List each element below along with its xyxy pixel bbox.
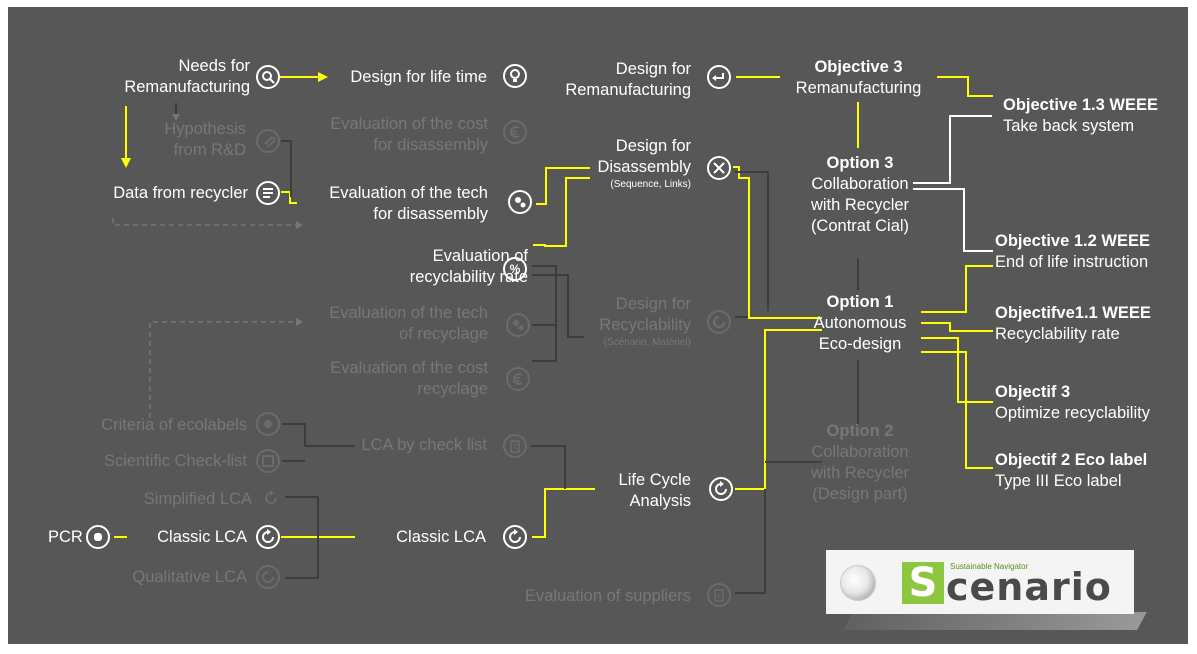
arrowhead-design-life bbox=[318, 72, 328, 82]
dim-link-recyclability-rate bbox=[532, 265, 557, 362]
logo-tagline: Sustainable Navigator bbox=[950, 562, 1029, 571]
eval-suppliers-label: Evaluation of suppliers bbox=[524, 587, 691, 605]
scenario-logo: S Sustainable Navigator cenario bbox=[826, 550, 1134, 614]
scientific-checklist-label: Scientific Check-list bbox=[103, 452, 247, 470]
link-option1-to-objectif3 bbox=[921, 337, 993, 403]
document-lines-icon bbox=[256, 181, 280, 205]
logo-letter: S bbox=[902, 562, 944, 604]
dashed-link-ecolabels-to-recyclage bbox=[149, 321, 298, 418]
dim-link-ecolabels bbox=[282, 423, 355, 447]
recycle-icon bbox=[707, 310, 731, 334]
checklist-square-icon bbox=[256, 449, 280, 473]
simplified-lca-label: Simplified LCA bbox=[143, 490, 252, 508]
arrowhead-dim-hypothesis bbox=[172, 114, 180, 121]
dim-link-disassembly-recyc bbox=[735, 171, 769, 311]
logo-orb bbox=[840, 565, 876, 601]
return-arrow-icon bbox=[707, 65, 731, 89]
life-cycle-icon bbox=[709, 477, 733, 501]
link-option1-to-objectif2 bbox=[921, 351, 993, 469]
qualitative-lca-label: Qualitative LCA bbox=[132, 568, 247, 586]
dashed-link-recycler-to-tech bbox=[112, 218, 298, 226]
dim-link-lca-checklist bbox=[531, 445, 566, 489]
link-objective3-to-obj13 bbox=[937, 76, 993, 97]
classic-lca-cycle-icon bbox=[503, 525, 527, 549]
euro-recyclage-icon bbox=[506, 367, 530, 391]
link-eval-tech-to-design-disassembly bbox=[536, 167, 590, 205]
link-option3-to-obj12 bbox=[913, 188, 993, 252]
logo-word: cenario bbox=[946, 565, 1112, 609]
percent-icon: % bbox=[503, 257, 527, 281]
paperclip-icon bbox=[256, 129, 280, 153]
design-life-time-label: Design for life time bbox=[350, 68, 487, 86]
tools-icon bbox=[707, 156, 731, 180]
clipboard-icon bbox=[503, 434, 527, 458]
link-classic-mid-to-lca bbox=[532, 488, 595, 538]
svg-text:%: % bbox=[510, 262, 521, 276]
dim-link-simplified bbox=[285, 496, 319, 579]
classic-lca-mid-label: Classic LCA bbox=[396, 528, 486, 546]
link-option1-to-obj11 bbox=[921, 322, 993, 332]
lightbulb-icon bbox=[503, 64, 527, 88]
dim-link-hypothesis bbox=[281, 140, 292, 197]
criteria-ecolabels-label: Criteria of ecolabels bbox=[101, 416, 247, 434]
suppliers-clipboard-icon bbox=[707, 583, 731, 607]
dim-link-recyclability-branch bbox=[532, 274, 584, 338]
link-option3-to-obj13 bbox=[913, 115, 992, 184]
link-disassembly-to-option1 bbox=[733, 166, 822, 319]
ecolabel-icon bbox=[256, 412, 280, 436]
magnifier-icon bbox=[256, 65, 280, 89]
pcr-icon bbox=[86, 525, 110, 549]
arrowhead-dashed-tech bbox=[296, 221, 303, 229]
data-from-recycler-label: Data from recycler bbox=[113, 184, 248, 202]
link-option1-to-obj12 bbox=[921, 265, 993, 313]
link-data-recycler-to-eval-tech bbox=[281, 191, 297, 204]
arrowhead-dashed-recyclage bbox=[296, 318, 303, 326]
qualitative-cycle-icon bbox=[256, 565, 280, 589]
gears-icon bbox=[508, 190, 532, 214]
dim-link-suppliers bbox=[735, 489, 766, 594]
diagram-background bbox=[8, 7, 1188, 644]
classic-lca-left-label: Classic LCA bbox=[157, 528, 247, 546]
cycle-arrow-icon bbox=[259, 486, 283, 510]
lca-checklist-label: LCA by check list bbox=[361, 436, 487, 454]
logo-shadow bbox=[843, 612, 1147, 630]
pcr-label: PCR bbox=[48, 528, 83, 546]
link-lca-to-option1 bbox=[735, 329, 822, 490]
link-recyclability-rate-to-disassembly bbox=[533, 177, 590, 247]
euro-icon bbox=[503, 120, 527, 144]
lca-cycle-icon bbox=[256, 525, 280, 549]
dim-gears-icon bbox=[506, 313, 530, 337]
arrowhead-data-recycler bbox=[121, 158, 131, 168]
